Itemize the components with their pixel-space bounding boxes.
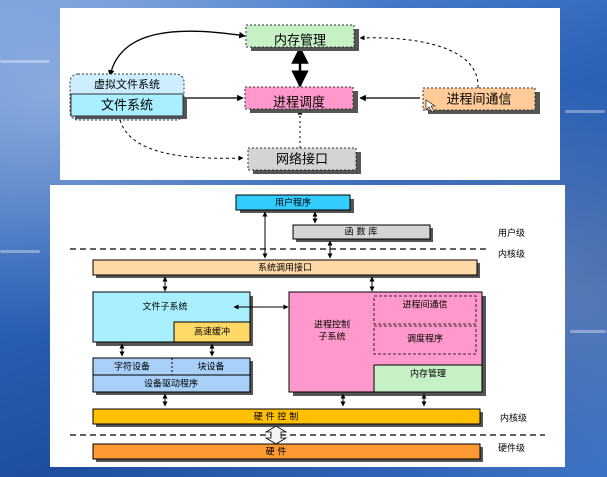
- user-level-label: 用户级: [498, 227, 525, 239]
- syscall-interface-box: 系统调用接口: [92, 259, 480, 278]
- bottom-diagram: 用户级 内核级 内核级 硬件级 用户程序 函 数 库 系统调用接口: [70, 194, 545, 462]
- ipc-box: 进程间通信: [422, 87, 540, 114]
- ipc-label: 进程间通信: [446, 93, 511, 108]
- buffer-cache-box: [173, 321, 251, 343]
- hardware-control-box: 硬 件 控 制: [92, 408, 483, 427]
- file-subsystem-label: 文件子系统: [142, 301, 187, 313]
- device-driver-label: 设备驱动程序: [144, 378, 198, 390]
- memory-management-box: 内存管理: [245, 24, 359, 51]
- process-scheduling-box: 进程调度: [244, 86, 358, 113]
- bottom-diagram-panel: 用户级 内核级 内核级 硬件级 用户程序 函 数 库 系统调用接口: [50, 185, 565, 467]
- scheduler-sub-box: [373, 325, 477, 355]
- network-interface-label: 网络接口: [276, 152, 328, 168]
- scheduler-sub-label: 调度程序: [407, 333, 443, 345]
- file-subsystem-box: 文件子系统 高速缓冲: [92, 291, 253, 346]
- memory-management-label: 内存管理: [274, 33, 326, 49]
- kernel-level-label-top: 内核级: [498, 248, 525, 260]
- top-diagram: 内存管理 进程调度 虚拟文件系统 文件系统 进程间通信 网络接口: [69, 24, 540, 174]
- fs-label: 文件系统: [101, 99, 153, 114]
- vfs-memory-arrow: [108, 30, 246, 77]
- library-box: 函 数 库: [292, 224, 433, 242]
- memory-mgmt-sub-box: [373, 364, 483, 393]
- process-control-label-1: 进程控制: [314, 319, 350, 331]
- ipc-sub-label: 进程间通信: [402, 299, 447, 311]
- background-streak: [0, 60, 50, 63]
- background-streak: [0, 250, 40, 253]
- top-diagram-panel: 内存管理 进程调度 虚拟文件系统 文件系统 进程间通信 网络接口: [60, 8, 560, 180]
- user-program-label: 用户程序: [275, 197, 311, 209]
- process-scheduling-label: 进程调度: [273, 95, 325, 111]
- vfs-group: 虚拟文件系统 文件系统: [69, 73, 187, 121]
- kernel-level-label-bottom: 内核级: [500, 412, 527, 424]
- process-control-label-2: 子系统: [318, 331, 345, 343]
- hardware-level-label: 硬件级: [498, 442, 525, 454]
- hardware-control-label: 硬 件 控 制: [254, 411, 299, 423]
- buffer-cache-label: 高速缓冲: [194, 326, 230, 338]
- cursor-icon: [425, 99, 436, 113]
- user-program-box: 用户程序: [235, 194, 354, 213]
- network-interface-box: 网络接口: [247, 147, 361, 174]
- ipc-sub-box: [373, 295, 477, 325]
- char-device-label: 字符设备: [114, 361, 150, 373]
- memory-mgmt-sub-label: 内存管理: [410, 368, 446, 380]
- fs-network-arrow: [119, 119, 244, 161]
- background-streak: [565, 110, 605, 113]
- hardware-box: 硬 件: [92, 443, 483, 462]
- ipc-memory-arrow: [359, 35, 479, 89]
- device-group: 字符设备 块设备 设备驱动程序: [92, 357, 253, 395]
- background-streak: [570, 330, 606, 333]
- syscall-interface-label: 系统调用接口: [258, 262, 312, 274]
- process-control-box: 进程控制 子系统 进程间通信 调度程序 内存管理: [288, 291, 486, 396]
- hardware-label: 硬 件: [266, 446, 287, 458]
- library-label: 函 数 库: [345, 226, 378, 238]
- vfs-label: 虚拟文件系统: [94, 77, 160, 91]
- block-device-label: 块设备: [197, 361, 224, 373]
